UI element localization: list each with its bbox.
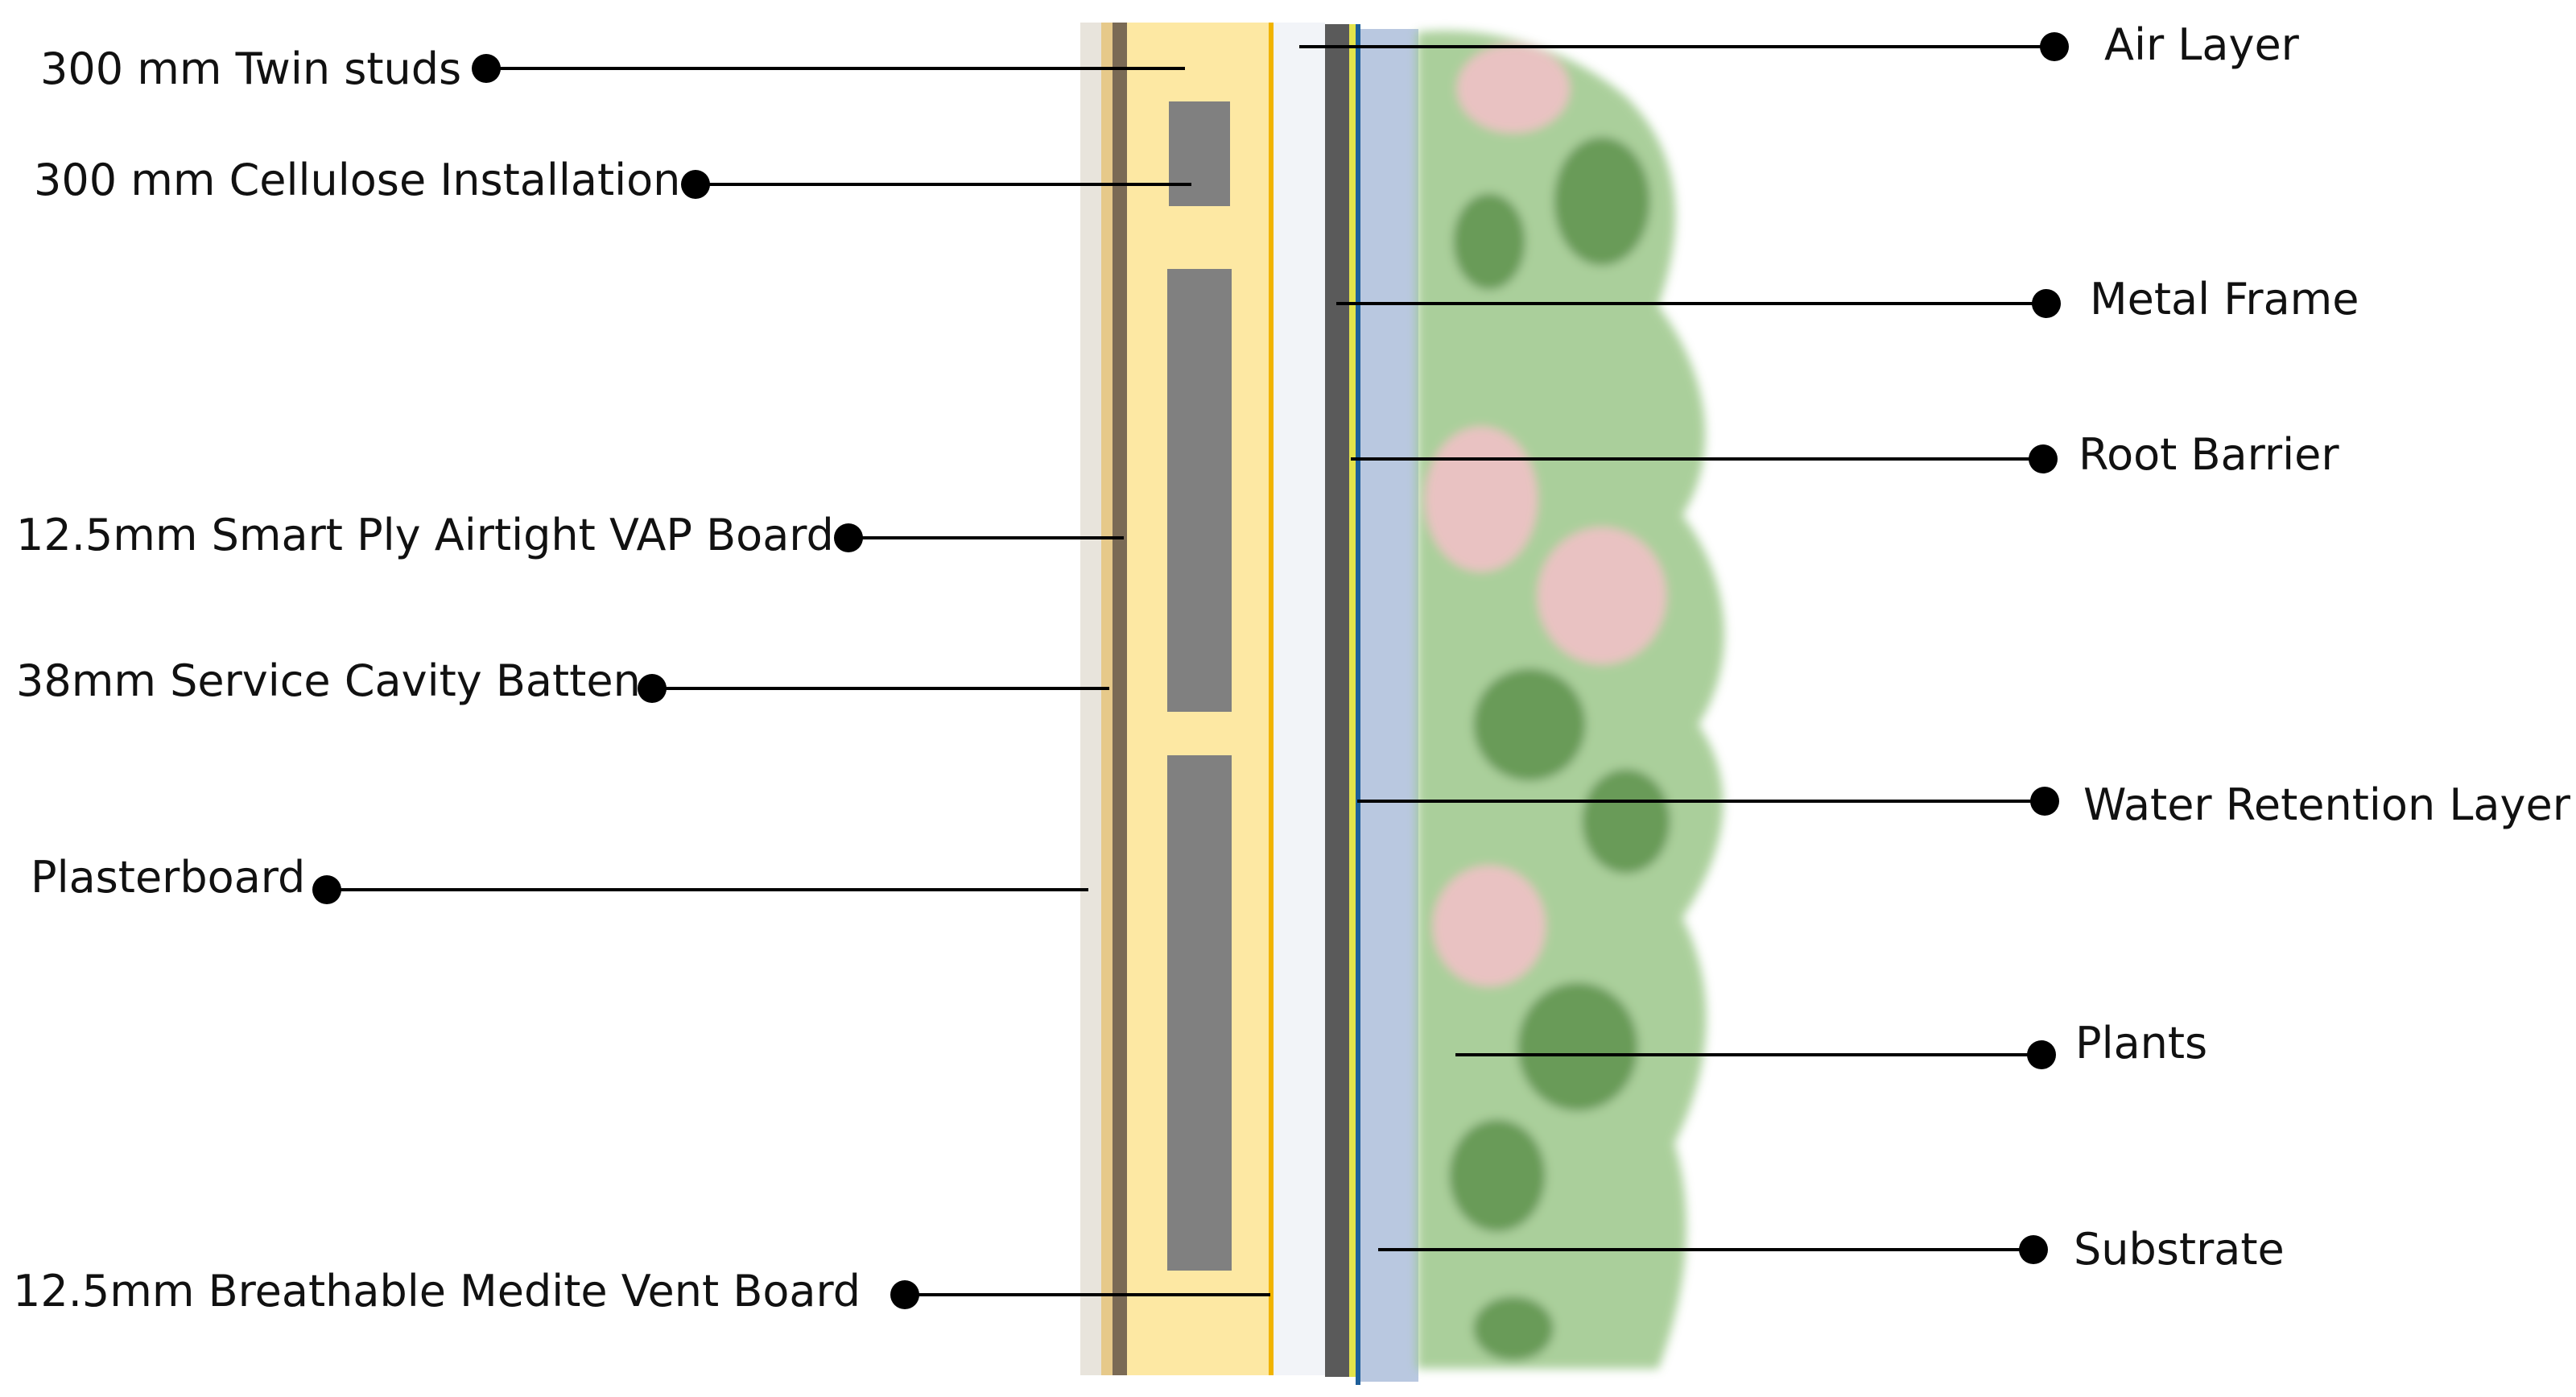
metal-frame-dot xyxy=(2032,289,2061,318)
substrate-dot xyxy=(2019,1235,2048,1264)
vent-board-label: 12.5mm Breathable Medite Vent Board xyxy=(13,1266,861,1316)
right-callouts: Air Layer Metal Frame Root Barrier Water… xyxy=(1299,19,2571,1275)
left-callouts: 300 mm Twin studs 300 mm Cellulose Insta… xyxy=(13,43,1270,1316)
plants-dot xyxy=(2027,1040,2056,1069)
plants-foliage xyxy=(1417,31,1725,1370)
water-retention-dot xyxy=(2030,787,2059,816)
substrate-label: Substrate xyxy=(2074,1224,2285,1275)
service-batten-dot xyxy=(638,674,667,703)
twin-stud-block-2 xyxy=(1167,269,1232,712)
vap-board-label: 12.5mm Smart Ply Airtight VAP Board xyxy=(16,510,834,560)
water-retention-label: Water Retention Layer xyxy=(2083,779,2571,830)
vap-board-dot xyxy=(834,523,863,552)
service-batten-label: 38mm Service Cavity Batten xyxy=(16,655,641,706)
cellulose-label: 300 mm Cellulose Installation xyxy=(34,155,680,205)
metal-frame-label: Metal Frame xyxy=(2090,274,2359,324)
water-retention-layer xyxy=(1356,24,1360,1385)
root-barrier-layer xyxy=(1349,24,1356,1377)
metal-frame-layer xyxy=(1325,24,1349,1377)
root-barrier-label: Root Barrier xyxy=(2079,429,2339,480)
vent-board-layer xyxy=(1269,23,1274,1375)
twin-stud-block-1 xyxy=(1169,101,1230,206)
cellulose-dot xyxy=(681,170,710,199)
vent-board-dot xyxy=(890,1280,919,1309)
root-barrier-dot xyxy=(2029,444,2058,473)
plasterboard-dot xyxy=(312,875,341,904)
twin-studs-label: 300 mm Twin studs xyxy=(40,43,461,94)
plants-label: Plants xyxy=(2075,1018,2207,1068)
service-cavity-layer xyxy=(1101,23,1113,1375)
twin-stud-block-3 xyxy=(1167,755,1232,1271)
substrate-layer xyxy=(1360,29,1418,1382)
air-layer-dot xyxy=(2040,32,2069,61)
vap-board-layer xyxy=(1113,23,1127,1375)
plasterboard-layer xyxy=(1080,23,1101,1375)
wall-layers xyxy=(1080,23,1418,1385)
air-layer-band xyxy=(1274,23,1325,1375)
plasterboard-label: Plasterboard xyxy=(31,852,305,903)
twin-studs-dot xyxy=(472,54,501,83)
air-layer-label: Air Layer xyxy=(2104,19,2300,70)
